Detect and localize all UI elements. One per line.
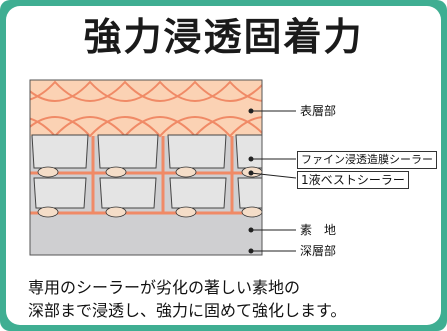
label-one-part-sealer: 1液ベストシーラー bbox=[297, 171, 409, 189]
surface-lattice bbox=[30, 80, 262, 138]
diagram-border bbox=[29, 79, 263, 256]
particle-tiles bbox=[31, 134, 262, 209]
leader-dots bbox=[248, 108, 254, 254]
caption-line-1: 専用のシーラーが劣化の著しい素地の bbox=[28, 278, 301, 297]
binder-hands bbox=[37, 166, 262, 218]
sealer-lines bbox=[30, 136, 262, 215]
label-surface: 表層部 bbox=[300, 104, 337, 118]
caption: 専用のシーラーが劣化の著しい素地の 深部まで浸透し、強力に固めて強化します。 bbox=[28, 276, 428, 322]
label-substrate: 素 地 bbox=[300, 223, 337, 237]
caption-line-2: 深部まで浸透し、強力に固めて強化します。 bbox=[28, 301, 347, 320]
label-deep: 深層部 bbox=[300, 244, 337, 258]
diagram-title: 強力浸透固着力 bbox=[83, 15, 364, 59]
label-fine-sealer: ファイン浸透造膜シーラー bbox=[297, 151, 437, 169]
leader-lines bbox=[250, 110, 297, 252]
